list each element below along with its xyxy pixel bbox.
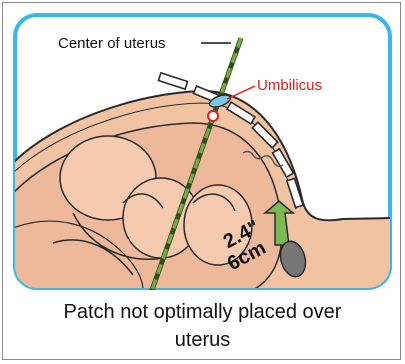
umbilicus-label: Umbilicus bbox=[257, 77, 322, 94]
center-of-uterus-label: Center of uterus bbox=[58, 35, 166, 52]
caption-line-2: uterus bbox=[4, 328, 401, 352]
placement-diagram: Center of uterus Umbilicus 2.4" 6cm bbox=[13, 13, 392, 290]
uterus-center-point bbox=[208, 111, 218, 121]
caption-line-1: Patch not optimally placed over bbox=[4, 300, 401, 324]
